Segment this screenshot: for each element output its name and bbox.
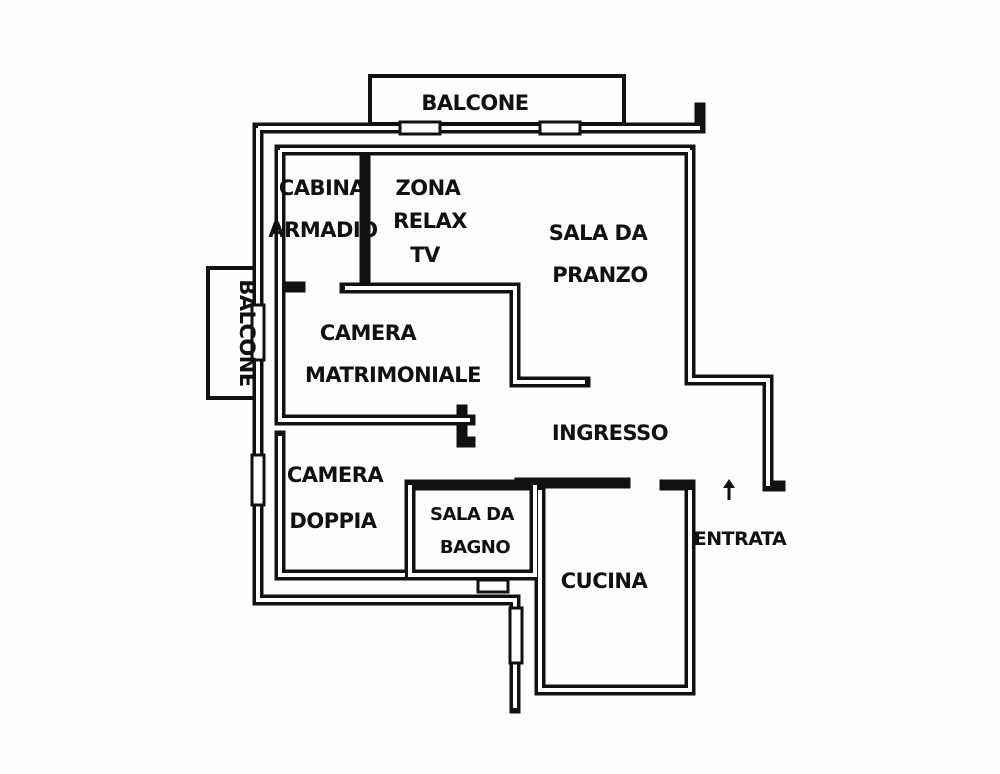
arrow-up-icon <box>723 479 735 500</box>
label-camera-doppia: CAMERA <box>287 463 385 487</box>
label-sala-da: SALA DA <box>549 221 649 245</box>
label-entrata: ENTRATA <box>694 528 787 550</box>
label-balcone-left: BALCONE <box>235 279 259 386</box>
label-bagno: BAGNO <box>440 537 510 558</box>
label-doppia: DOPPIA <box>289 509 377 533</box>
label-sala-da-bagno: SALA DA <box>430 504 515 525</box>
label-camera-matr: CAMERA <box>320 321 418 345</box>
label-zona: ZONA <box>396 176 462 200</box>
label-relax: RELAX <box>393 209 467 233</box>
label-matrimoniale: MATRIMONIALE <box>305 363 481 387</box>
label-ingresso: INGRESSO <box>552 421 668 445</box>
label-cucina: CUCINA <box>561 569 649 593</box>
label-pranzo: PRANZO <box>552 263 647 287</box>
label-tv: TV <box>410 243 441 267</box>
windows <box>250 120 582 665</box>
label-cabina: CABINA <box>279 176 367 200</box>
label-balcone-top: BALCONE <box>421 91 528 115</box>
label-armadio: ARMADIO <box>268 218 377 242</box>
